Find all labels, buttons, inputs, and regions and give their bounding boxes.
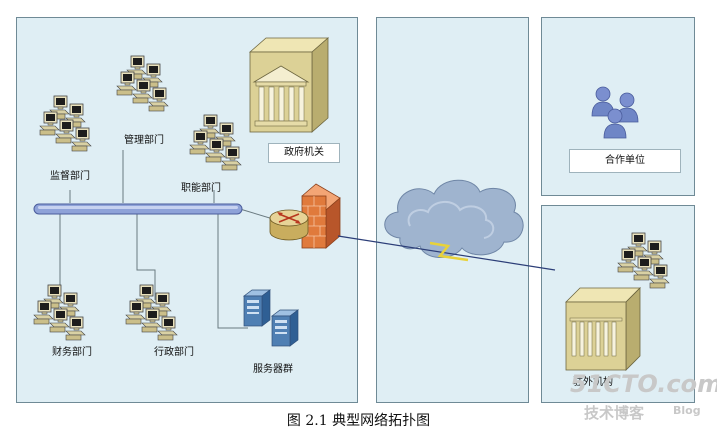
watermark-blog-cn: 技术博客: [584, 404, 645, 422]
computer-cluster-icon: [117, 56, 168, 111]
government-building-icon: [248, 37, 330, 133]
server-rack-icon: [243, 289, 271, 327]
label-function: 职能部门: [181, 183, 221, 194]
label-servers: 服务器群: [253, 364, 293, 375]
label-government: 政府机关: [268, 143, 340, 163]
label-finance: 财务部门: [52, 347, 92, 358]
lightning-icon: [429, 241, 469, 262]
label-supervision: 监督部门: [50, 171, 90, 182]
watermark-blog-en: Blog: [673, 404, 701, 417]
label-branch: 驻外机构: [573, 377, 613, 388]
computer-cluster-icon: [40, 96, 91, 151]
computer-cluster-icon: [618, 233, 669, 288]
computer-cluster-icon: [190, 115, 241, 170]
label-admin: 行政部门: [154, 347, 194, 358]
computer-cluster-icon: [34, 285, 85, 340]
watermark-site: 51CTO.com: [570, 370, 717, 398]
router-icon: [269, 209, 309, 241]
branch-building-icon: [565, 287, 641, 371]
figure-caption: 图 2.1 典型网络拓扑图: [286, 413, 431, 429]
label-partner: 合作单位: [569, 149, 681, 173]
label-management: 管理部门: [124, 135, 164, 146]
cloud-icon: [384, 179, 524, 258]
server-rack-icon: [271, 309, 299, 347]
wan-link: [337, 235, 556, 271]
people-group-icon: [591, 86, 639, 139]
computer-cluster-icon: [126, 285, 177, 340]
